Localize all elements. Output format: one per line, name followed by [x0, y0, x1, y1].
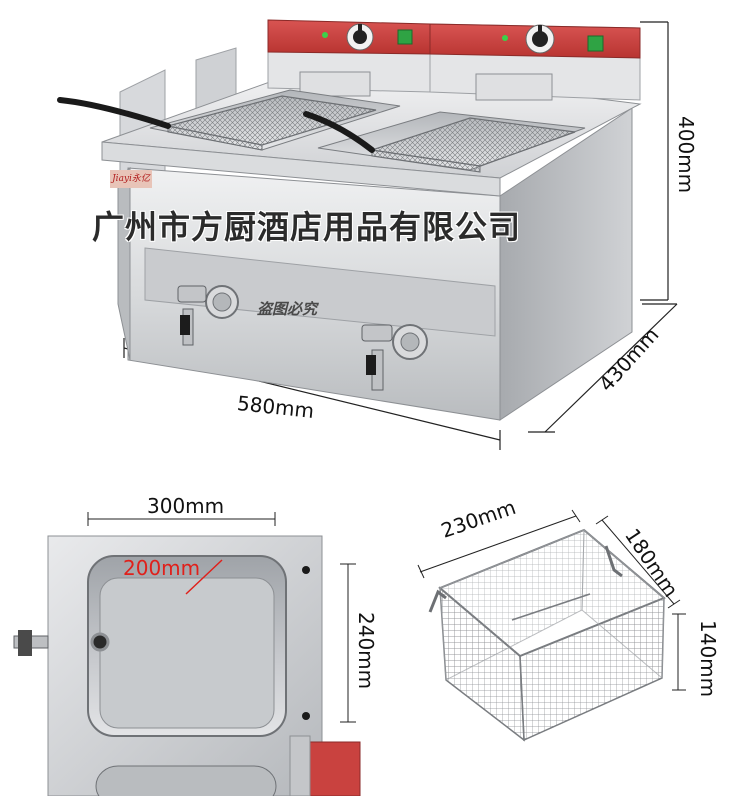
indicator-light-left — [322, 32, 328, 38]
height-dimension-line — [640, 21, 669, 301]
thermostat-knob-right[interactable] — [525, 24, 555, 54]
anti-theft-watermark: 盗图必究 — [257, 300, 318, 318]
heating-bracket-left — [299, 71, 371, 97]
tank-width-label: 300mm — [147, 494, 225, 518]
thermostat-knob-left[interactable] — [346, 23, 374, 51]
drain-valve-right[interactable] — [361, 324, 428, 391]
basket-height-label: 140mm — [696, 620, 720, 698]
company-name-banner: 广州市方厨酒店用品有限公司 — [92, 208, 522, 246]
fryer-left-side — [117, 166, 131, 361]
indicator-light-right — [502, 35, 508, 41]
power-switch-right[interactable] — [587, 35, 604, 52]
drain-recess — [144, 247, 496, 337]
tank-height-label: 240mm — [354, 612, 378, 690]
depth-dimension-line — [528, 303, 678, 433]
basket-illustration — [428, 528, 666, 742]
drain-valve-left[interactable] — [177, 285, 239, 346]
tank-inner-label: 200mm — [123, 556, 201, 580]
fryer-illustration — [57, 19, 678, 450]
tank-detail-illustration — [13, 512, 361, 796]
brand-logo: Jiayi永亿 — [110, 170, 152, 188]
fry-basket-right[interactable] — [303, 111, 576, 173]
height-label: 400mm — [674, 116, 698, 194]
fryer-top-lip — [101, 141, 501, 197]
fry-basket-left[interactable] — [57, 95, 377, 151]
heating-bracket-right — [475, 73, 553, 101]
power-switch-left[interactable] — [397, 29, 413, 45]
basket-detail-illustration — [417, 509, 686, 742]
